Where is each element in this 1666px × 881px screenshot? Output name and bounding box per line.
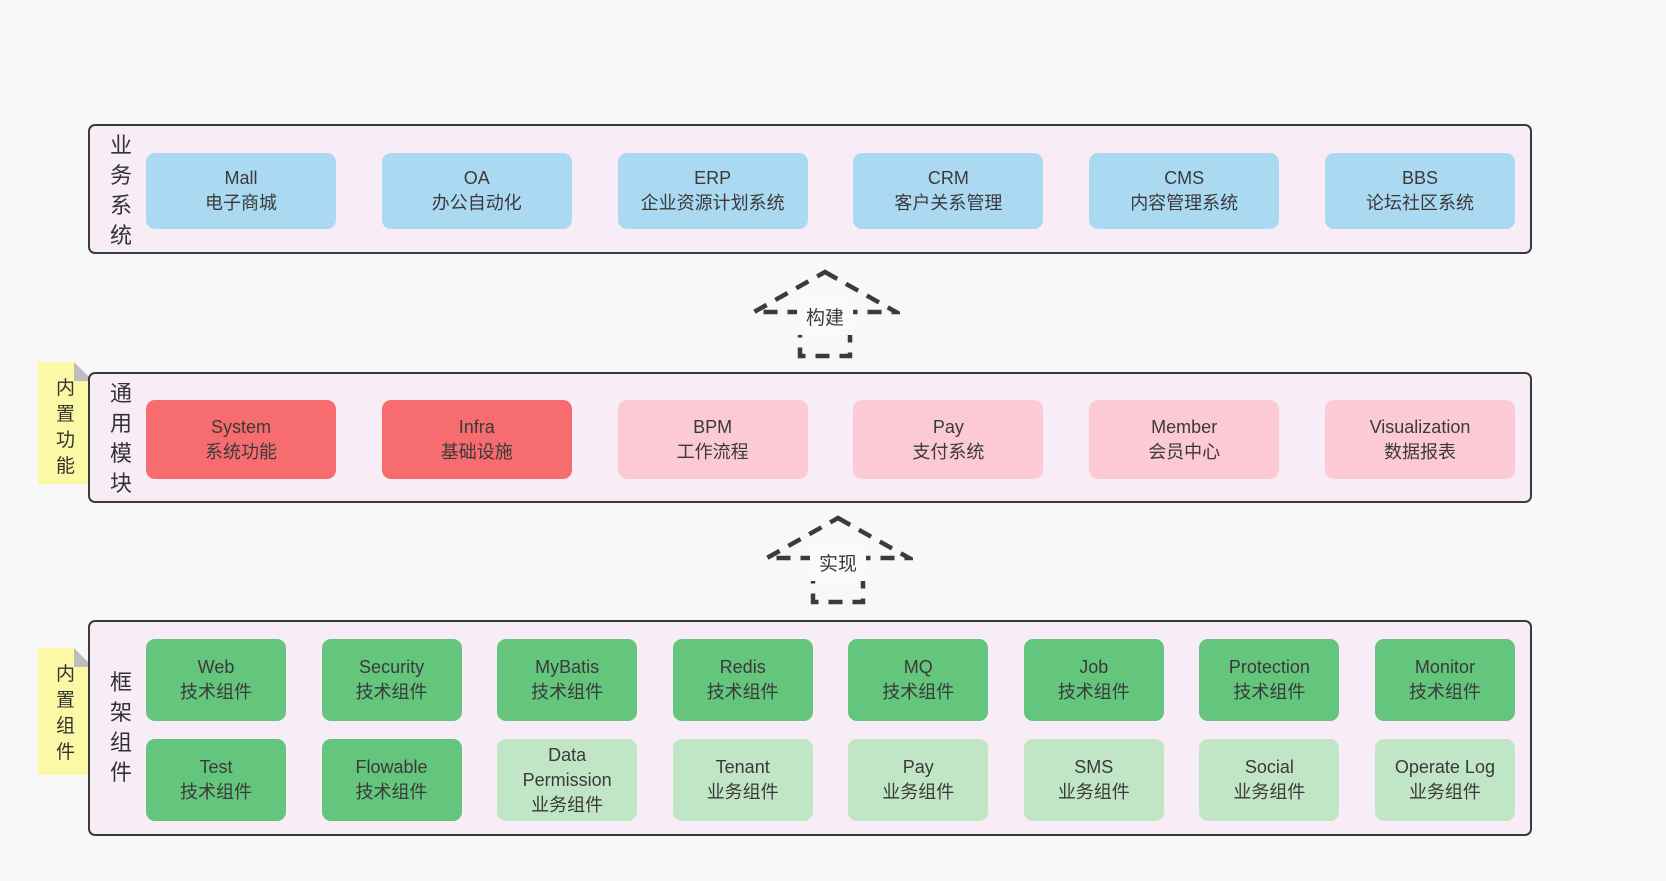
box-operate-log: Operate Log 业务组件 bbox=[1374, 739, 1515, 821]
box-title: Operate Log bbox=[1394, 757, 1495, 777]
sticky-note-built-in-features: 内置功能 bbox=[38, 362, 93, 484]
box-subtitle: 技术组件 bbox=[706, 682, 779, 702]
arrow-up-build-icon: 构建 bbox=[750, 268, 900, 360]
box-web: Web 技术组件 bbox=[146, 639, 286, 721]
box-title: ERP bbox=[694, 168, 732, 188]
box-member: Member 会员中心 bbox=[1089, 400, 1280, 479]
section-business-systems: 业务系统 Mall 电子商城 OA 办公自动化 ERP 企业资源计划系统 CRM… bbox=[88, 124, 1532, 254]
box-subtitle: 支付系统 bbox=[912, 441, 985, 462]
sticky-note-built-in-components: 内置组件 bbox=[38, 648, 93, 775]
section-framework-components: 框架组件 Web 技术组件 Security 技术组件 MyBatis 技术组件… bbox=[88, 620, 1532, 836]
box-subtitle: 业务组件 bbox=[706, 782, 779, 802]
box-cms: CMS 内容管理系统 bbox=[1089, 153, 1280, 229]
section-label: 通用模块 bbox=[109, 381, 132, 496]
box-title: Pay bbox=[932, 416, 964, 437]
box-social: Social 业务组件 bbox=[1199, 739, 1340, 821]
arrow-label: 实现 bbox=[819, 553, 857, 575]
box-subtitle: 会员中心 bbox=[1148, 441, 1221, 462]
box-subtitle: 电子商城 bbox=[205, 193, 277, 213]
box-system: System 系统功能 bbox=[146, 400, 336, 479]
box-title: BBS bbox=[1401, 168, 1438, 188]
box-bbs: BBS 论坛社区系统 bbox=[1324, 153, 1515, 229]
box-subtitle: 系统功能 bbox=[205, 441, 277, 462]
box-title: CRM bbox=[927, 168, 969, 188]
section-label: 框架组件 bbox=[109, 670, 132, 785]
box-oa: OA 办公自动化 bbox=[381, 153, 572, 229]
box-title: Monitor bbox=[1414, 657, 1475, 677]
box-subtitle: 技术组件 bbox=[1233, 682, 1306, 702]
box-erp: ERP 企业资源计划系统 bbox=[617, 153, 808, 229]
box-title: Social bbox=[1244, 757, 1294, 777]
box-subtitle: 技术组件 bbox=[1408, 682, 1481, 702]
box-subtitle: 业务组件 bbox=[1408, 782, 1481, 802]
box-subtitle: 技术组件 bbox=[1057, 682, 1130, 702]
box-subtitle: 业务组件 bbox=[1233, 782, 1306, 802]
box-title: Infra bbox=[458, 416, 495, 437]
sticky-note-label: 内置组件 bbox=[55, 664, 75, 763]
box-title: CMS bbox=[1164, 168, 1205, 188]
box-title: OA bbox=[463, 168, 490, 188]
box-subtitle: 技术组件 bbox=[180, 682, 252, 702]
box-title: MyBatis bbox=[535, 657, 600, 677]
box-redis: Redis 技术组件 bbox=[672, 639, 813, 721]
box-title: MQ bbox=[903, 657, 933, 677]
box-mq: MQ 技术组件 bbox=[848, 639, 989, 721]
box-job: Job 技术组件 bbox=[1023, 639, 1164, 721]
box-bpm: BPM 工作流程 bbox=[617, 400, 808, 479]
box-subtitle: 基础设施 bbox=[440, 441, 513, 462]
box-title: Redis bbox=[719, 657, 766, 677]
box-subtitle: 技术组件 bbox=[355, 782, 428, 802]
box-title: System bbox=[210, 416, 271, 437]
box-title: Flowable bbox=[355, 757, 428, 777]
box-title: BPM bbox=[693, 416, 733, 437]
box-title: Mall bbox=[224, 168, 258, 188]
box-title: Visualization bbox=[1369, 416, 1471, 437]
box-title: Data Permission bbox=[522, 744, 612, 790]
box-subtitle: 业务组件 bbox=[531, 794, 604, 815]
box-infra: Infra 基础设施 bbox=[381, 400, 572, 479]
box-subtitle: 论坛社区系统 bbox=[1365, 193, 1474, 213]
box-title: Security bbox=[359, 657, 425, 677]
box-subtitle: 工作流程 bbox=[676, 441, 749, 462]
box-title: Job bbox=[1079, 657, 1109, 677]
box-title: SMS bbox=[1074, 757, 1114, 777]
box-subtitle: 办公自动化 bbox=[431, 193, 522, 213]
box-title: Test bbox=[199, 757, 233, 777]
box-subtitle: 技术组件 bbox=[882, 682, 955, 702]
box-monitor: Monitor 技术组件 bbox=[1374, 639, 1515, 721]
box-title: Tenant bbox=[715, 757, 770, 777]
box-subtitle: 数据报表 bbox=[1383, 441, 1456, 462]
box-pay-system: Pay 支付系统 bbox=[853, 400, 1044, 479]
box-title: Member bbox=[1151, 416, 1218, 437]
box-subtitle: 业务组件 bbox=[1057, 782, 1130, 802]
box-flowable: Flowable 技术组件 bbox=[321, 739, 462, 821]
box-protection: Protection 技术组件 bbox=[1199, 639, 1340, 721]
box-subtitle: 技术组件 bbox=[531, 682, 604, 702]
section-label: 业务系统 bbox=[109, 133, 132, 248]
box-pay-component: Pay 业务组件 bbox=[848, 739, 989, 821]
box-crm: CRM 客户关系管理 bbox=[853, 153, 1044, 229]
box-title: Web bbox=[197, 657, 235, 677]
sticky-note-label: 内置功能 bbox=[55, 378, 75, 477]
arrow-label: 构建 bbox=[806, 307, 844, 329]
box-tenant: Tenant 业务组件 bbox=[672, 739, 813, 821]
box-subtitle: 企业资源计划系统 bbox=[640, 193, 785, 213]
box-security: Security 技术组件 bbox=[321, 639, 462, 721]
box-title: Protection bbox=[1228, 657, 1310, 677]
box-mall: Mall 电子商城 bbox=[146, 153, 336, 229]
box-subtitle: 技术组件 bbox=[180, 782, 252, 802]
box-sms: SMS 业务组件 bbox=[1023, 739, 1164, 821]
box-data-permission: Data Permission 业务组件 bbox=[497, 739, 638, 821]
box-test: Test 技术组件 bbox=[146, 739, 286, 821]
box-visualization: Visualization 数据报表 bbox=[1324, 400, 1515, 479]
box-subtitle: 技术组件 bbox=[355, 682, 428, 702]
box-title: Pay bbox=[902, 757, 934, 777]
box-mybatis: MyBatis 技术组件 bbox=[497, 639, 638, 721]
box-subtitle: 业务组件 bbox=[882, 782, 955, 802]
arrow-up-implement-icon: 实现 bbox=[763, 514, 913, 606]
box-subtitle: 客户关系管理 bbox=[894, 193, 1003, 213]
box-subtitle: 内容管理系统 bbox=[1130, 193, 1239, 213]
section-common-modules: 通用模块 System 系统功能 Infra 基础设施 BPM 工作流程 Pay… bbox=[88, 372, 1532, 503]
